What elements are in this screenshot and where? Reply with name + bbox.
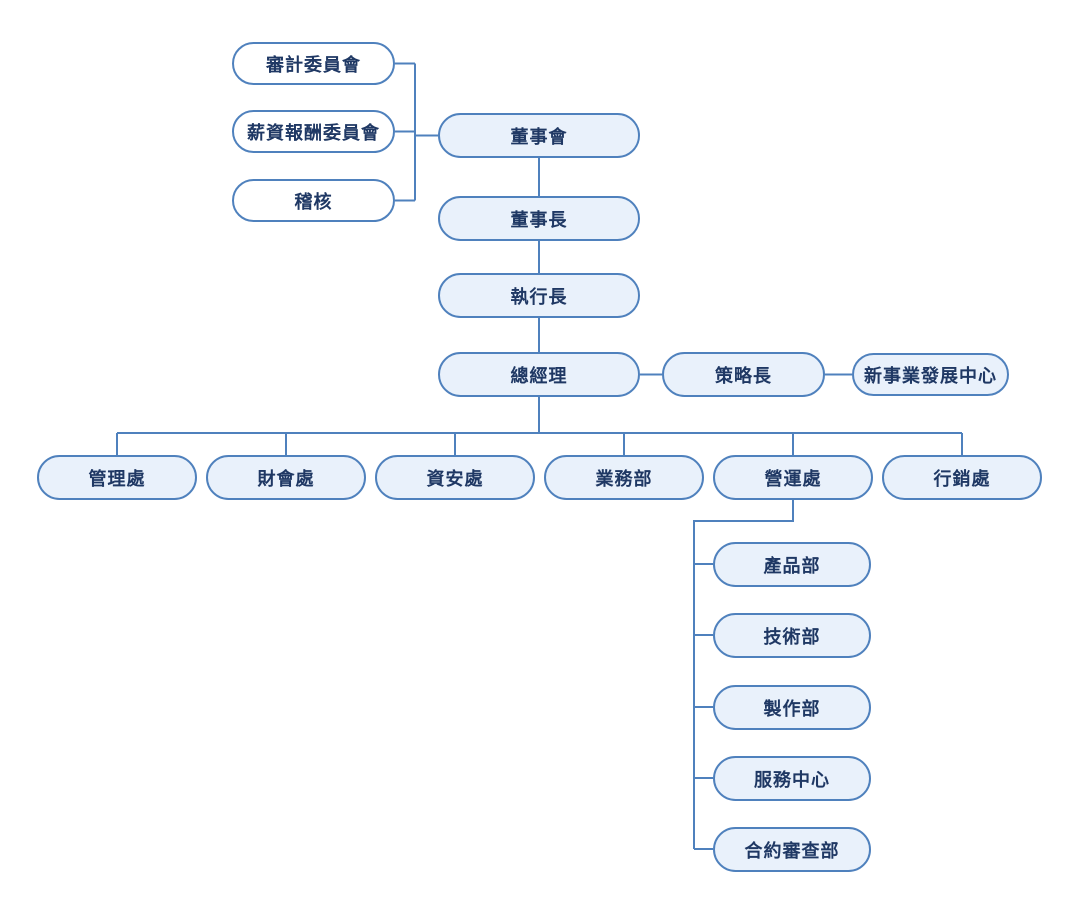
node-compensation-committee: 薪資報酬委員會 xyxy=(232,110,395,153)
node-contract-review-dept: 合約審查部 xyxy=(713,827,871,872)
node-service-center: 服務中心 xyxy=(713,756,871,801)
node-ceo: 執行長 xyxy=(438,273,640,318)
node-cso: 策略長 xyxy=(662,352,825,397)
node-technology-dept: 技術部 xyxy=(713,613,871,658)
node-production-dept: 製作部 xyxy=(713,685,871,730)
node-audit-committee: 審計委員會 xyxy=(232,42,395,85)
node-board: 董事會 xyxy=(438,113,640,158)
node-chairman: 董事長 xyxy=(438,196,640,241)
node-infosec-div: 資安處 xyxy=(375,455,535,500)
node-sales-dept: 業務部 xyxy=(544,455,704,500)
node-president: 總經理 xyxy=(438,352,640,397)
node-admin-div: 管理處 xyxy=(37,455,197,500)
node-marketing-div: 行銷處 xyxy=(882,455,1042,500)
node-internal-audit: 稽核 xyxy=(232,179,395,222)
node-nbdc: 新事業發展中心 xyxy=(852,353,1009,396)
node-finance-div: 財會處 xyxy=(206,455,366,500)
node-product-dept: 產品部 xyxy=(713,542,871,587)
connector-operations-spine xyxy=(693,500,794,849)
node-operations-div: 營運處 xyxy=(713,455,873,500)
